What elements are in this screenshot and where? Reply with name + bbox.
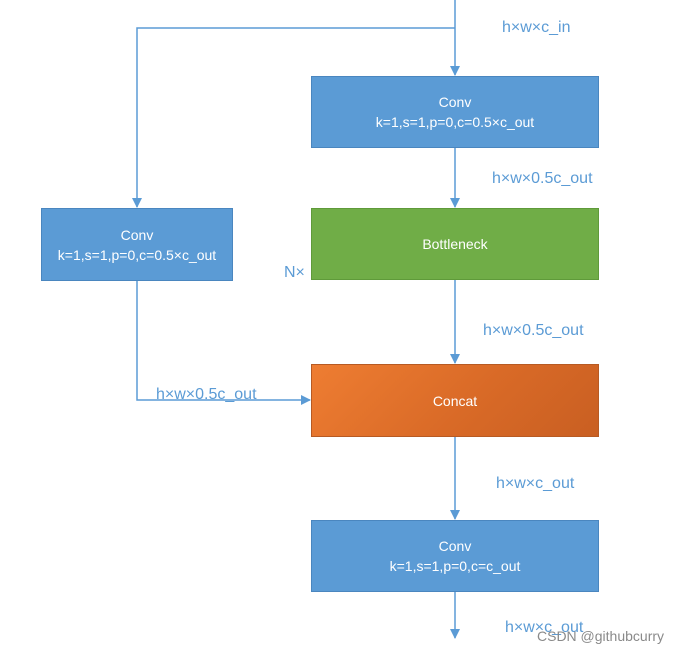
conv-left-title: Conv — [120, 226, 154, 243]
conv-left-output-shape-label: h×w×0.5c_out — [156, 386, 257, 403]
concat-output-shape-label: h×w×c_out — [496, 475, 575, 492]
concat-title: Concat — [432, 392, 478, 409]
conv-top-output-shape-label: h×w×0.5c_out — [492, 170, 593, 187]
bottleneck-repeat-label: N× — [284, 264, 305, 281]
output-shape-label: h×w×c_out — [505, 619, 584, 636]
bottleneck-title: Bottleneck — [422, 236, 488, 252]
concat-node: Concat — [311, 364, 599, 437]
conv-left-node: Conv k=1,s=1,p=0,c=0.5×c_out — [41, 208, 233, 281]
conv-top-node: Conv k=1,s=1,p=0,c=0.5×c_out — [311, 76, 599, 148]
conv-top-title: Conv — [438, 94, 472, 110]
conv-left-to-concat-arrow — [136, 281, 311, 405]
watermark-text: CSDN @githubcurry — [537, 628, 665, 644]
bottleneck-node: Bottleneck — [311, 208, 599, 280]
conv-top-params: k=1,s=1,p=0,c=0.5×c_out — [375, 114, 535, 130]
conv-bottom-title: Conv — [438, 538, 472, 554]
conv-left-params: k=1,s=1,p=0,c=0.5×c_out — [57, 246, 217, 263]
input-to-conv-left-arrow — [132, 27, 455, 208]
bottleneck-output-shape-label: h×w×0.5c_out — [483, 322, 584, 339]
conv-bottom-params: k=1,s=1,p=0,c=c_out — [389, 558, 521, 574]
input-shape-label: h×w×c_in — [502, 19, 571, 36]
conv-bottom-node: Conv k=1,s=1,p=0,c=c_out — [311, 520, 599, 592]
